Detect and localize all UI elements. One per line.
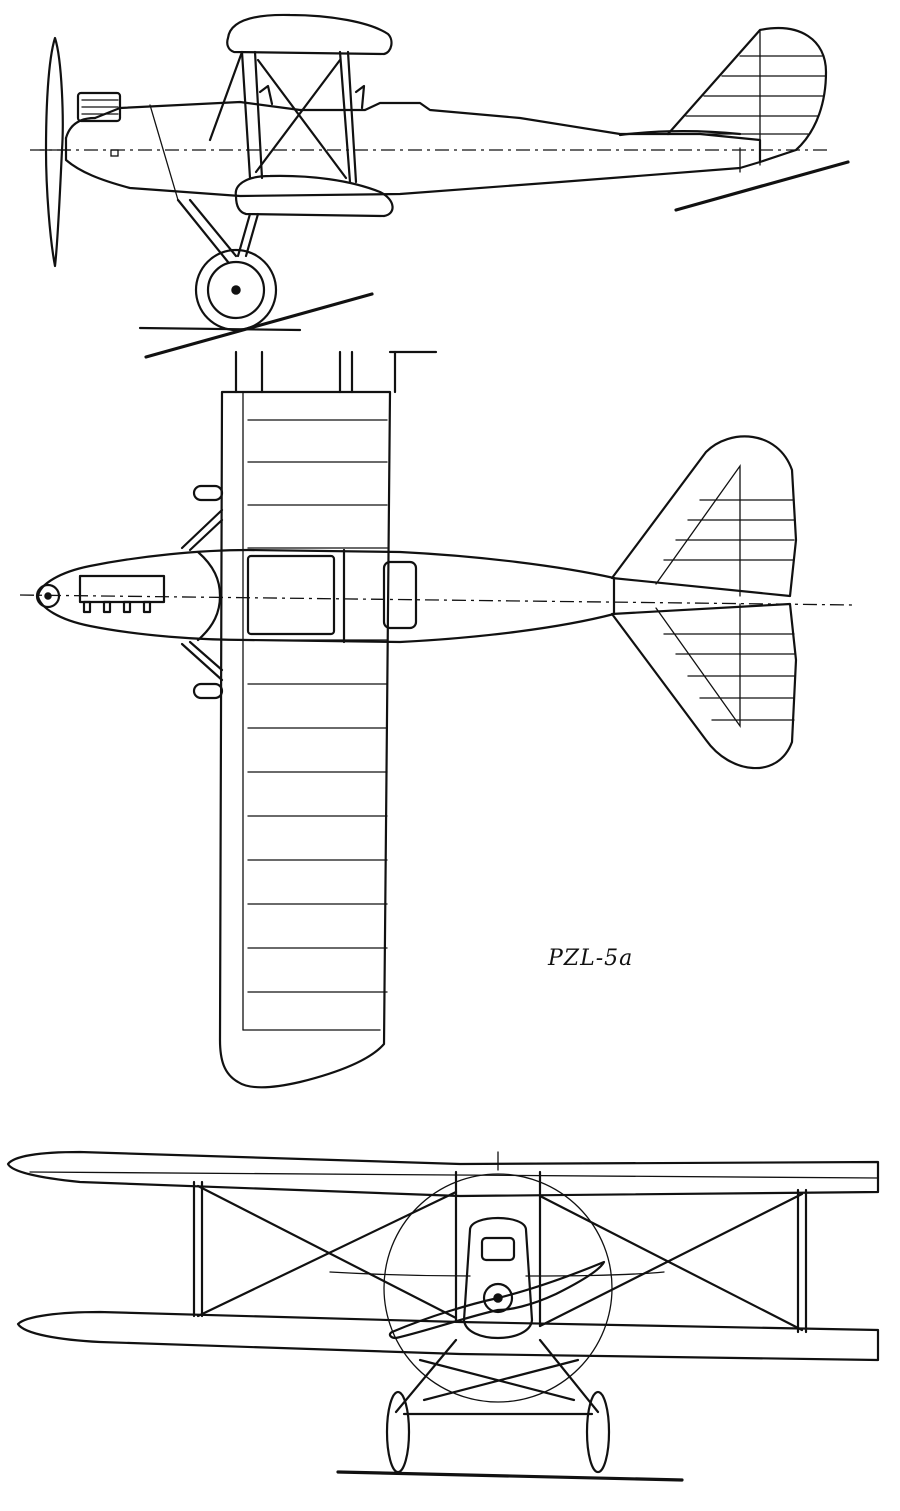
side-engine (64, 91, 122, 140)
side-upper-wing (226, 13, 393, 56)
top-view (19, 350, 856, 1089)
top-tail-ribs (663, 499, 795, 721)
front-struts (192, 1151, 808, 1334)
side-view (30, 13, 850, 359)
side-lower-wing (234, 174, 394, 218)
front-lower-wing (16, 1310, 880, 1362)
front-engine (462, 1216, 534, 1339)
top-wing-ribs (247, 419, 388, 993)
top-tailplane (610, 435, 798, 598)
top-wing (218, 390, 392, 1089)
side-tail-fin (618, 27, 850, 212)
top-engine (35, 574, 166, 614)
front-upper-wing (6, 1150, 880, 1198)
front-propeller (388, 1260, 606, 1340)
side-fuselage (64, 100, 762, 198)
front-landing-gear (336, 1338, 684, 1482)
side-interplane-struts (208, 50, 366, 184)
top-fuselage (36, 548, 616, 644)
aircraft-designation-label: PZL-5a (548, 946, 634, 971)
front-view (6, 1150, 880, 1482)
side-landing-gear (138, 104, 374, 359)
